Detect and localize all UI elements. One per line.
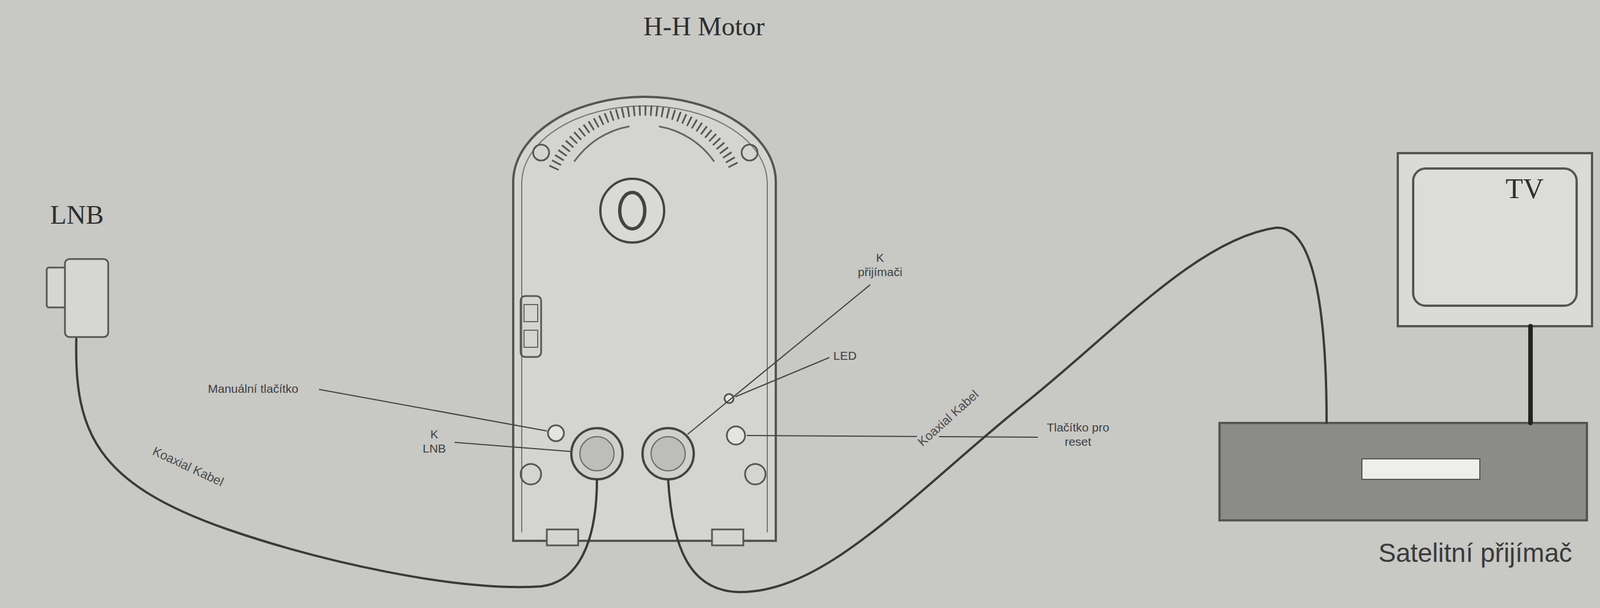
satellite-receiver: Satelitní přijímač	[1219, 423, 1587, 578]
cable-label: Koaxial Kabel	[913, 386, 984, 452]
motor-foot	[546, 529, 579, 546]
tv-label: TV	[1397, 172, 1593, 206]
led	[724, 394, 734, 404]
satellite-receiver-label: Satelitní přijímač	[1219, 538, 1587, 569]
screw	[520, 464, 542, 485]
side-slot-detail	[524, 330, 538, 348]
part-label: Tlačítko pro reset	[1042, 420, 1114, 449]
degree-scale	[553, 110, 735, 169]
lnb-body	[64, 259, 109, 338]
motor-housing	[513, 96, 776, 542]
part-label: Manuální tlačítko	[207, 381, 299, 396]
motor-inner-outline	[521, 105, 768, 533]
tv: TV	[1397, 153, 1593, 327]
tv-frame	[1397, 153, 1593, 327]
tv-screen	[1413, 168, 1577, 306]
coax-cable	[1528, 326, 1533, 424]
motor-foot	[711, 529, 744, 546]
motor-hub-center	[619, 192, 645, 229]
leader-line	[454, 442, 571, 452]
scale-arc	[574, 126, 630, 162]
screw	[745, 464, 766, 485]
motor-label: H-H Motor	[566, 10, 842, 42]
part-label: LED	[833, 348, 857, 363]
screw	[533, 144, 550, 161]
screw	[741, 144, 758, 161]
receiver-display	[1361, 459, 1480, 480]
side-slot-detail	[524, 304, 538, 322]
connector-lnb-inner	[579, 436, 615, 472]
receiver-box	[1219, 423, 1587, 521]
coax-cable	[76, 338, 597, 588]
connector-lnb	[571, 428, 623, 480]
connector-receiver-inner	[651, 436, 686, 472]
coax-cable	[668, 227, 1327, 593]
motor: H-H Motor	[506, 8, 782, 547]
lnb: LNB	[22, 199, 132, 339]
leader-line	[735, 357, 830, 398]
lnb-label: LNB	[22, 199, 132, 231]
manual-button	[547, 425, 564, 442]
connector-receiver	[642, 428, 694, 480]
leader-line	[687, 284, 871, 435]
leader-line	[318, 389, 547, 432]
reset-button	[726, 426, 746, 445]
part-label: K přijímači	[857, 250, 903, 280]
cable-label: Koaxial Kabel	[148, 443, 228, 491]
scale-arc	[659, 126, 715, 162]
motor-hub	[600, 178, 665, 243]
side-slot	[520, 296, 542, 358]
leader-line	[746, 435, 1038, 438]
part-label: K LNB	[422, 427, 446, 456]
